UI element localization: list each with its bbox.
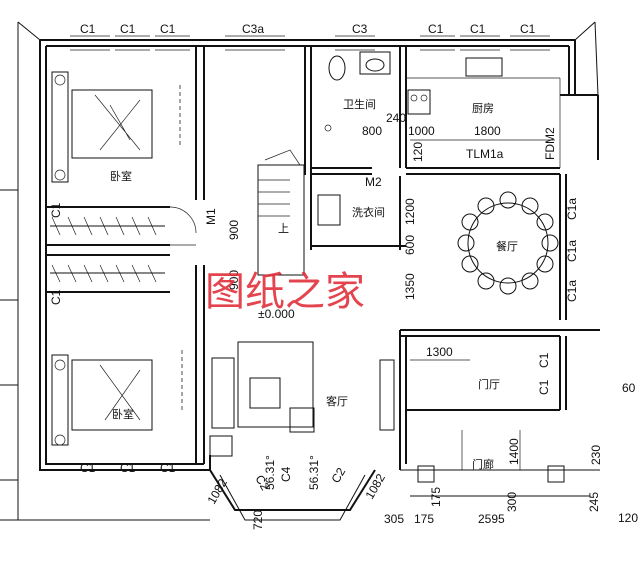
- window-label-top: C1: [120, 22, 136, 36]
- porch-columns: [400, 430, 600, 497]
- window-label-top: C1: [520, 22, 536, 36]
- window-label-right: C1: [537, 352, 551, 368]
- window-c2-left: C2: [252, 473, 272, 494]
- dim-300: 300: [505, 492, 519, 512]
- room-bathroom: 卫生间: [343, 97, 376, 111]
- dim-240: 240: [386, 111, 406, 125]
- room-living: 客厅: [326, 394, 348, 408]
- window-label-top: C1: [428, 22, 444, 36]
- interior-walls: [46, 46, 600, 470]
- window-label-right: C1: [537, 379, 551, 395]
- window-label-bottom: C1: [120, 461, 136, 475]
- dim-245: 245: [587, 492, 601, 512]
- room-kitchen: 厨房: [472, 102, 494, 115]
- window-label-right: C1a: [565, 240, 579, 262]
- exterior-walls: [0, 21, 599, 521]
- washing-machine: [317, 194, 341, 226]
- door-fdm2: FDM2: [543, 127, 557, 160]
- dim-1800: 1800: [474, 124, 501, 138]
- room-bedroom-top: 卧室: [110, 169, 132, 183]
- window-label-top: C3: [352, 22, 368, 36]
- window-label-bottom: C1: [80, 461, 96, 475]
- stair-up-label: 上: [278, 222, 289, 235]
- dim-1200: 1200: [403, 198, 417, 225]
- window-label-bottom: C1: [160, 461, 176, 475]
- dim-1082-left: 1082: [204, 476, 230, 506]
- elevation-mark: ±0.000: [258, 307, 295, 321]
- room-porch: 门廊: [472, 457, 494, 471]
- door-m1: M1: [204, 208, 218, 225]
- dim-1000: 1000: [408, 124, 435, 138]
- room-bedroom-bottom: 卧室: [112, 407, 134, 421]
- window-c2-right: C2: [328, 465, 348, 486]
- dim-angle-right: 56.31°: [307, 455, 321, 490]
- closets: [50, 216, 165, 283]
- door-tlm1a: TLM1a: [466, 147, 504, 161]
- staircase: [257, 149, 305, 276]
- window-label-right: C1a: [565, 198, 579, 220]
- dim-720: 720: [251, 510, 265, 530]
- dim-120-b: 120: [618, 511, 638, 525]
- window-label-top: C1: [470, 22, 486, 36]
- window-label-top: C3a: [242, 22, 264, 36]
- bed-top: [51, 71, 181, 183]
- window-label-right: C1a: [565, 280, 579, 302]
- dim-800: 800: [362, 124, 382, 138]
- dim-2595: 2595: [478, 512, 505, 526]
- top-windows: [70, 35, 550, 51]
- room-dining: 餐厅: [496, 239, 518, 253]
- window-label-left: C1: [49, 289, 63, 305]
- door-m2: M2: [365, 175, 382, 189]
- watermark-text: 图纸之家: [205, 269, 365, 315]
- window-label-top: C1: [160, 22, 176, 36]
- window-label-top: C1: [80, 22, 96, 36]
- dim-60: 60: [622, 381, 636, 395]
- dim-175-b: 175: [429, 487, 443, 507]
- living-furniture: [209, 341, 395, 457]
- bay-window: [209, 469, 376, 521]
- dim-1082-right: 1082: [362, 471, 388, 501]
- dim-900-a: 900: [227, 220, 241, 240]
- room-foyer: 门厅: [478, 377, 500, 391]
- dim-1300: 1300: [426, 345, 453, 359]
- dim-600: 600: [403, 235, 417, 255]
- door-swing-m1: [169, 206, 197, 246]
- dim-305: 305: [384, 512, 404, 526]
- dim-angle-left: 56.31°: [263, 455, 277, 490]
- window-c4: C4: [279, 466, 293, 482]
- room-laundry: 洗衣间: [352, 205, 385, 219]
- kitchen-fixtures: [407, 57, 555, 141]
- bathroom-fixtures: [324, 51, 391, 132]
- dining-table: [457, 191, 559, 295]
- window-label-left: C1: [49, 202, 63, 218]
- dim-175: 175: [414, 512, 434, 526]
- dim-230: 230: [589, 445, 603, 465]
- dim-120: 120: [411, 142, 425, 162]
- bed-bottom: [51, 350, 183, 446]
- dim-1400: 1400: [507, 438, 521, 465]
- dim-1350: 1350: [403, 273, 417, 300]
- dim-900-b: 900: [227, 270, 241, 290]
